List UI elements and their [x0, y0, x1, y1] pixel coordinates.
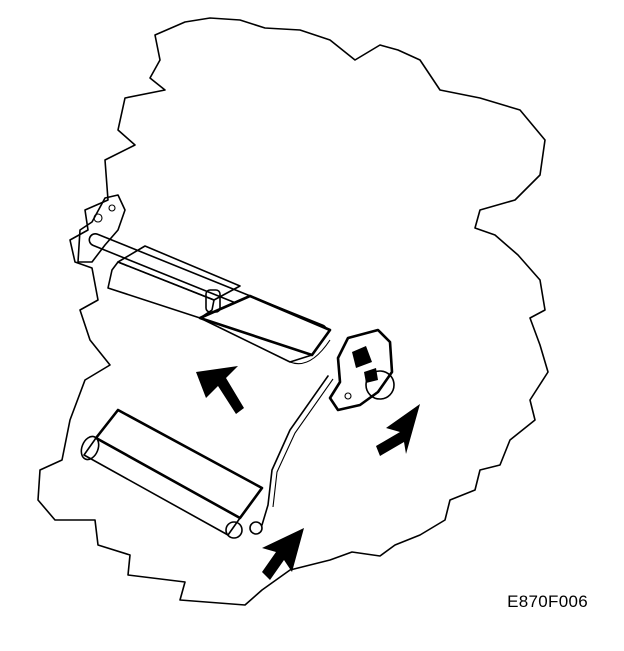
callout-arrow-2	[376, 404, 420, 456]
pressure-regulator	[328, 328, 395, 412]
lower-fuel-rail	[80, 408, 264, 539]
engine-block-outline	[37, 17, 549, 606]
fuel-pipe	[261, 375, 329, 526]
figure-reference-code: E870F006	[507, 592, 588, 611]
callout-arrow-3	[262, 528, 304, 580]
callout-arrow-1	[196, 366, 244, 414]
upper-fuel-rail	[77, 194, 332, 365]
